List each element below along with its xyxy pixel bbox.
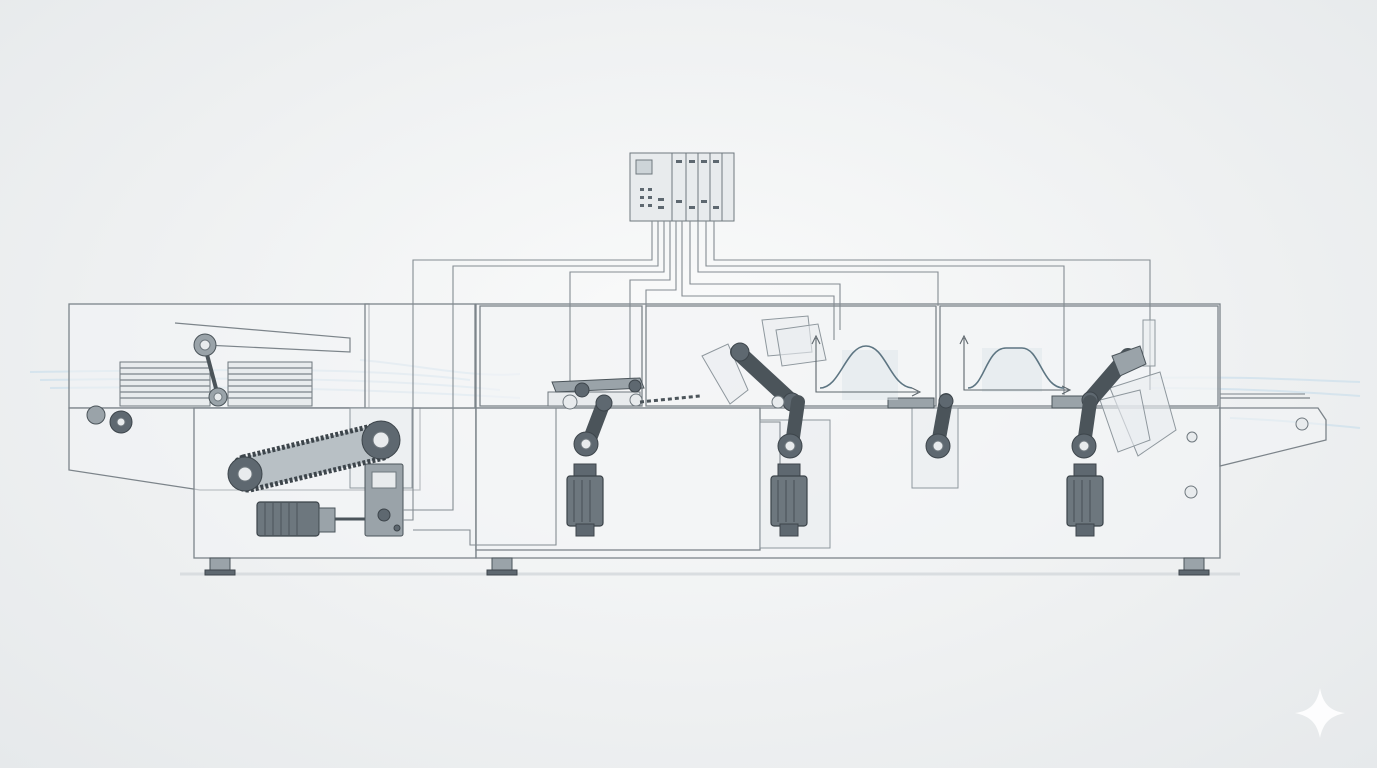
station-housing-3	[939, 305, 1219, 407]
main-motor	[256, 501, 370, 537]
folding-station-2	[730, 342, 805, 459]
motion-profile-chart-2	[959, 334, 1072, 395]
folding-station-1	[547, 377, 701, 457]
folding-station-4	[1051, 345, 1147, 459]
junction-box	[364, 463, 404, 537]
outfeed-conveyor	[1184, 393, 1327, 499]
sparkle-icon	[1295, 688, 1345, 738]
machine-legs	[204, 557, 1210, 576]
lower-bay-1	[475, 407, 761, 551]
paper-stack-2	[227, 361, 313, 407]
belt-drive	[227, 420, 401, 493]
paper-stack-1	[119, 361, 211, 407]
ghost-panels	[701, 315, 1177, 457]
servo-motor-2	[770, 463, 808, 537]
plc-controller	[629, 152, 735, 222]
servo-motor-3	[1066, 463, 1104, 537]
folding-station-3	[887, 393, 954, 459]
motion-profile-chart-1	[811, 334, 922, 400]
servo-motor-1	[566, 463, 604, 537]
transfer-housing	[364, 303, 476, 409]
